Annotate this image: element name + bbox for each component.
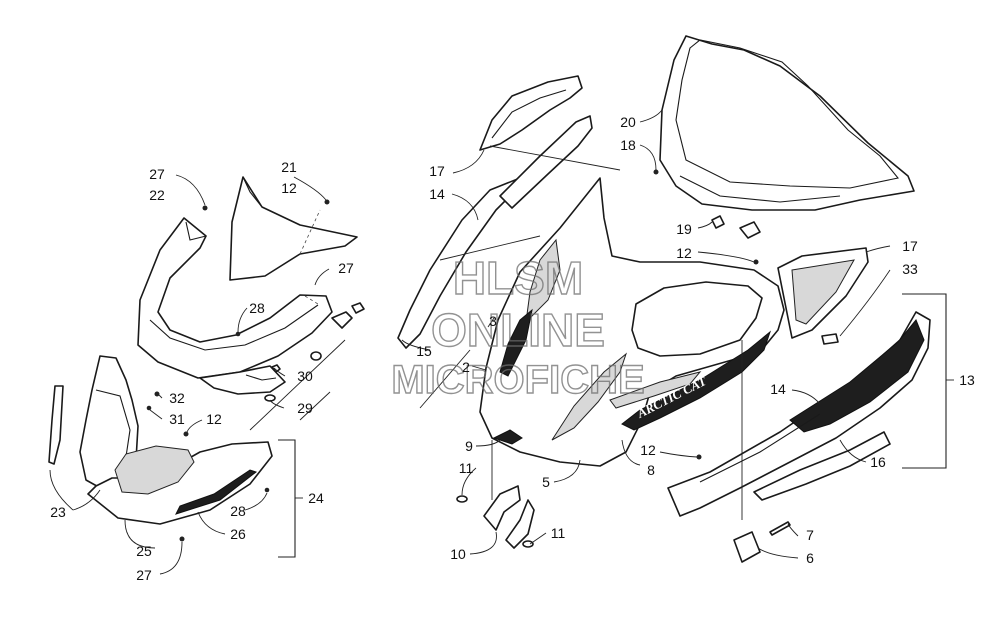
callout-23: 23 — [50, 504, 66, 520]
callout-12: 12 — [281, 180, 297, 196]
callout-12: 12 — [206, 411, 222, 427]
callout-16: 16 — [870, 454, 886, 470]
hood-mesh-lower — [551, 352, 628, 441]
callout-9: 9 — [465, 438, 473, 454]
side-strip — [48, 385, 64, 465]
bolt-7 — [769, 521, 791, 536]
screw-12c — [753, 259, 759, 265]
watermark-online: ONLINE — [431, 304, 605, 356]
windshield — [659, 35, 915, 211]
callout-6: 6 — [806, 550, 814, 566]
callout-27: 27 — [136, 567, 152, 583]
callout-13: 13 — [959, 372, 975, 388]
hood-mesh-right — [609, 371, 702, 409]
callout-32: 32 — [169, 390, 185, 406]
nut-11b — [522, 540, 534, 548]
callout-15: 15 — [416, 343, 432, 359]
screw-27c — [179, 536, 185, 542]
grommet-29 — [264, 394, 276, 402]
callout-5: 5 — [542, 474, 550, 490]
bracket-19b — [739, 221, 761, 239]
screw-27a — [202, 205, 208, 211]
clip-right — [331, 311, 353, 329]
hood-mesh-center — [525, 238, 561, 324]
callout-14: 14 — [429, 186, 445, 202]
nose-bracket-10 — [483, 485, 521, 531]
callout-21: 21 — [281, 159, 297, 175]
callout-12: 12 — [676, 245, 692, 261]
bracket-6 — [733, 531, 761, 563]
callout-8: 8 — [647, 462, 655, 478]
callout-11: 11 — [551, 525, 566, 541]
callout-28: 28 — [249, 300, 265, 316]
callout-18: 18 — [620, 137, 636, 153]
screw-12b — [183, 431, 189, 437]
callout-33: 33 — [902, 261, 918, 277]
hood-decal-band — [621, 330, 772, 431]
side-trim-16 — [753, 431, 891, 501]
nose-mesh-vent — [114, 445, 195, 495]
upper-cowl — [137, 217, 333, 379]
screw-31 — [146, 405, 152, 411]
callout-25: 25 — [136, 543, 152, 559]
callout-24: 24 — [308, 490, 324, 506]
callout-10: 10 — [450, 546, 466, 562]
washer-mid — [310, 351, 322, 361]
rivet-28a — [235, 331, 241, 337]
hood-opening — [631, 281, 763, 357]
callout-29: 29 — [297, 400, 313, 416]
callout-17: 17 — [902, 238, 918, 254]
screw-12a — [324, 199, 330, 205]
nose-bracket-10b — [505, 499, 535, 549]
watermark-microfiche: MICROFICHE — [391, 358, 644, 402]
callout-30: 30 — [297, 368, 313, 384]
clip-19 — [711, 215, 725, 229]
clip-33 — [821, 333, 839, 345]
callout-11: 11 — [459, 460, 474, 476]
callout-7: 7 — [806, 527, 814, 543]
rivet-28b — [264, 487, 270, 493]
nut-top — [351, 302, 365, 314]
lower-trim — [199, 365, 286, 395]
small-windshield — [229, 176, 358, 281]
lower-nose-cover — [87, 441, 273, 525]
fastener-18 — [653, 169, 659, 175]
callout-22: 22 — [149, 187, 165, 203]
callout-14: 14 — [770, 381, 786, 397]
callout-20: 20 — [620, 114, 636, 130]
callout-labels: 27 22 21 12 27 28 30 29 32 31 12 23 28 2… — [50, 114, 975, 583]
fastener-30 — [271, 364, 281, 373]
callout-26: 26 — [230, 526, 246, 542]
watermark-hlsm: HLSM — [453, 252, 583, 304]
side-panel-decal — [789, 319, 925, 433]
callout-31: 31 — [169, 411, 185, 427]
callout-17: 17 — [429, 163, 445, 179]
callout-19: 19 — [676, 221, 692, 237]
callout-27: 27 — [338, 260, 354, 276]
callout-27: 27 — [149, 166, 165, 182]
upper-vent-trim — [479, 75, 583, 151]
callout-3: 3 — [489, 313, 497, 329]
hood-mesh-left — [499, 308, 533, 377]
callout-2: 2 — [462, 359, 470, 375]
hood-emblem — [492, 429, 523, 445]
screw-32 — [154, 391, 160, 397]
callout-28: 28 — [230, 503, 246, 519]
screw-12d — [696, 454, 702, 460]
nose-decal — [175, 469, 258, 515]
upper-rail — [499, 115, 593, 209]
callout-12: 12 — [640, 442, 656, 458]
nut-11a — [456, 495, 468, 503]
